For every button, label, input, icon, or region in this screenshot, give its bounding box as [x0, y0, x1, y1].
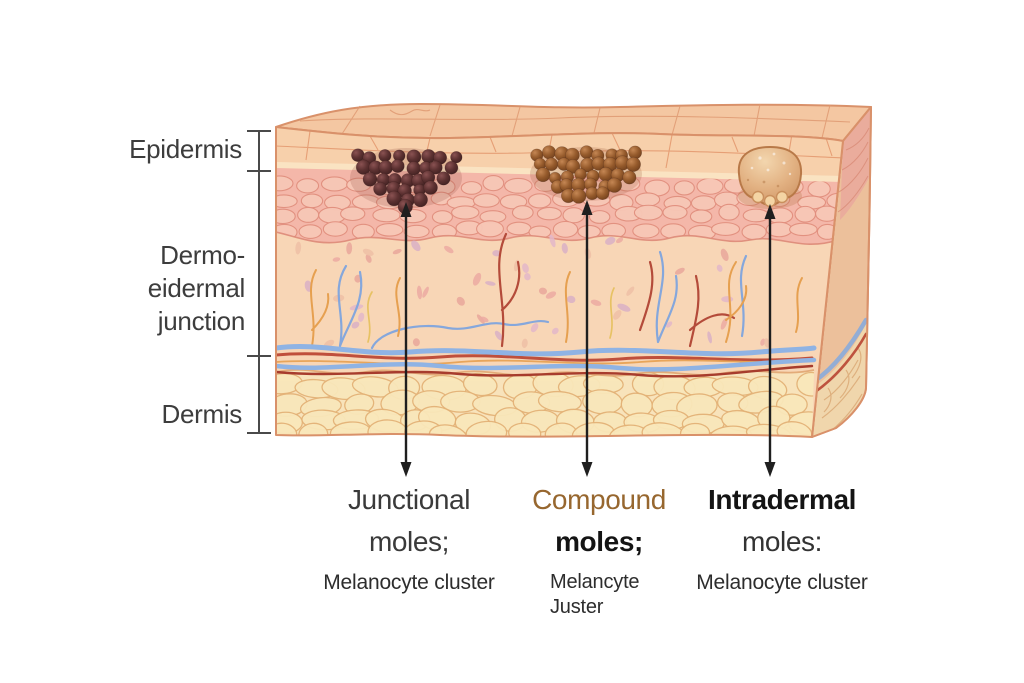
junctional-title: Junctional — [347, 484, 471, 515]
layer-bracket — [247, 130, 271, 434]
intradermal-title: Intradermal — [707, 484, 857, 515]
skin-side-face — [811, 106, 872, 438]
compound-mole — [530, 145, 642, 204]
intradermal-subtitle: Melanocyte cluster — [696, 571, 868, 594]
compound-title-2: moles; — [555, 526, 643, 557]
junctional-subtitle: Melanocyte cluster — [323, 571, 495, 594]
arrow-intradermal — [764, 204, 776, 477]
label-compound-moles: Compound moles; Melancyte Juster — [508, 479, 690, 620]
mole-arrows — [400, 200, 776, 477]
label-dermis: Dermis — [161, 399, 242, 429]
junctional-mole — [350, 148, 463, 215]
label-junctional-moles: Junctional moles; Melanocyte cluster — [318, 479, 500, 595]
label-dermo-epidermal-junction: Dermo- eidermal junction — [147, 240, 246, 336]
arrow-compound — [581, 200, 593, 477]
label-epidermis: Epidermis — [129, 134, 242, 164]
arrow-junctional — [400, 202, 412, 477]
intradermal-title-2: moles: — [741, 526, 823, 557]
junctional-title-2: moles; — [368, 526, 450, 557]
compound-title: Compound — [532, 484, 666, 515]
compound-subtitle: Melancyte Juster — [550, 571, 640, 618]
front-face-outline — [275, 126, 844, 438]
label-intradermal-moles: Intradermal moles: Melanocyte cluster — [688, 479, 876, 595]
dermis-vessels — [309, 232, 803, 350]
horizontal-vessels — [276, 343, 817, 378]
intradermal-mole — [737, 145, 803, 209]
